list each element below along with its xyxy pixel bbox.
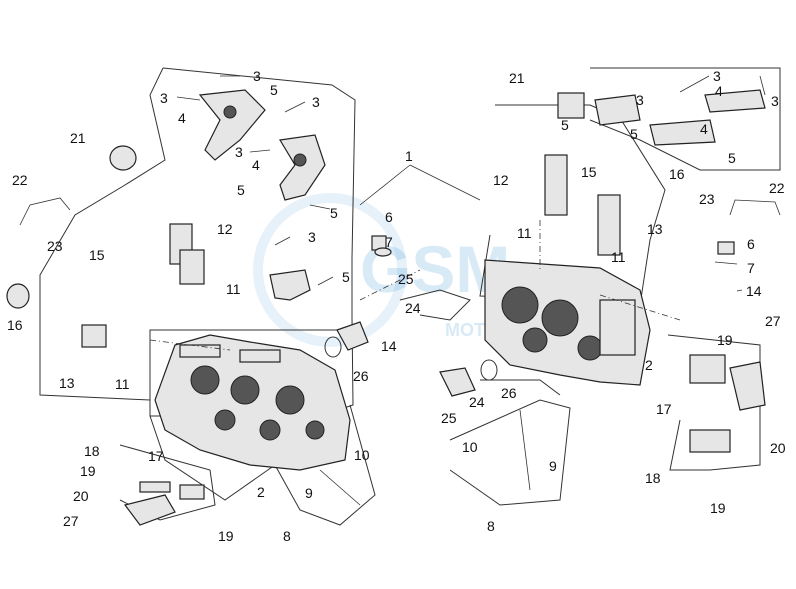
callout-18: 18	[84, 443, 100, 459]
callout-17: 17	[656, 401, 672, 417]
callout-19: 19	[717, 332, 733, 348]
callout-5: 5	[342, 269, 350, 285]
callout-3: 3	[253, 68, 261, 84]
center-lines	[149, 220, 681, 351]
callout-18: 18	[645, 470, 661, 486]
callout-3: 3	[312, 94, 320, 110]
callout-20: 20	[770, 440, 786, 456]
callout-6: 6	[747, 236, 755, 252]
callout-3: 3	[713, 68, 721, 84]
callout-13: 13	[647, 221, 663, 237]
callout-10: 10	[462, 439, 478, 455]
callout-5: 5	[630, 126, 638, 142]
callout-13: 13	[59, 375, 75, 391]
right-covers	[594, 89, 766, 146]
callout-4: 4	[715, 83, 723, 99]
callout-8: 8	[283, 528, 291, 544]
callout-25: 25	[398, 271, 414, 287]
callout-7: 7	[747, 260, 755, 276]
left-rocker-supports	[198, 89, 326, 301]
callout-3: 3	[771, 93, 779, 109]
callout-11: 11	[115, 376, 130, 392]
callout-12: 12	[493, 172, 509, 188]
callout-3: 3	[160, 90, 168, 106]
callout-4: 4	[700, 121, 708, 137]
callout-14: 14	[746, 283, 762, 299]
left-cylinder-head	[154, 334, 351, 471]
callout-16: 16	[7, 317, 23, 333]
callout-2: 2	[257, 484, 265, 500]
callout-11: 11	[517, 225, 532, 241]
small-parts	[6, 92, 781, 526]
callout-21: 21	[70, 130, 86, 146]
leader-lines	[176, 75, 766, 292]
callout-15: 15	[89, 247, 105, 263]
callout-19: 19	[710, 500, 726, 516]
callout-17: 17	[148, 448, 164, 464]
callout-labels: 1 2 2 3 3 3 3 3 3 3 3 4 4 4 4 5 5 5 5 5 …	[7, 68, 786, 544]
callout-5: 5	[561, 117, 569, 133]
callout-14: 14	[381, 338, 397, 354]
callout-22: 22	[12, 172, 28, 188]
callout-24: 24	[469, 394, 485, 410]
callout-3: 3	[636, 92, 644, 108]
callout-21: 21	[509, 70, 525, 86]
right-cylinder-head	[484, 259, 651, 386]
callout-22: 22	[769, 180, 785, 196]
callout-5: 5	[270, 82, 278, 98]
callout-27: 27	[765, 313, 781, 329]
callout-20: 20	[73, 488, 89, 504]
callout-9: 9	[305, 485, 313, 501]
callout-19: 19	[80, 463, 96, 479]
callout-10: 10	[354, 447, 370, 463]
callout-23: 23	[699, 191, 715, 207]
callout-26: 26	[353, 368, 369, 384]
callout-3: 3	[308, 229, 316, 245]
callout-26: 26	[501, 385, 517, 401]
callout-4: 4	[178, 110, 186, 126]
callout-3: 3	[235, 144, 243, 160]
callout-9: 9	[549, 458, 557, 474]
callout-25: 25	[441, 410, 457, 426]
callout-16: 16	[669, 166, 685, 182]
callout-27: 27	[63, 513, 79, 529]
callout-1: 1	[405, 148, 413, 164]
callout-5: 5	[237, 182, 245, 198]
callout-6: 6	[385, 209, 393, 225]
callout-5: 5	[728, 150, 736, 166]
callout-8: 8	[487, 518, 495, 534]
callout-2: 2	[645, 357, 653, 373]
callout-12: 12	[217, 221, 233, 237]
callout-19: 19	[218, 528, 234, 544]
callout-15: 15	[581, 164, 597, 180]
callout-11: 11	[611, 249, 626, 265]
callout-7: 7	[385, 234, 393, 250]
callout-23: 23	[47, 238, 63, 254]
callout-4: 4	[252, 157, 260, 173]
callout-5: 5	[330, 205, 338, 221]
callout-11: 11	[226, 281, 241, 297]
callout-24: 24	[405, 300, 421, 316]
